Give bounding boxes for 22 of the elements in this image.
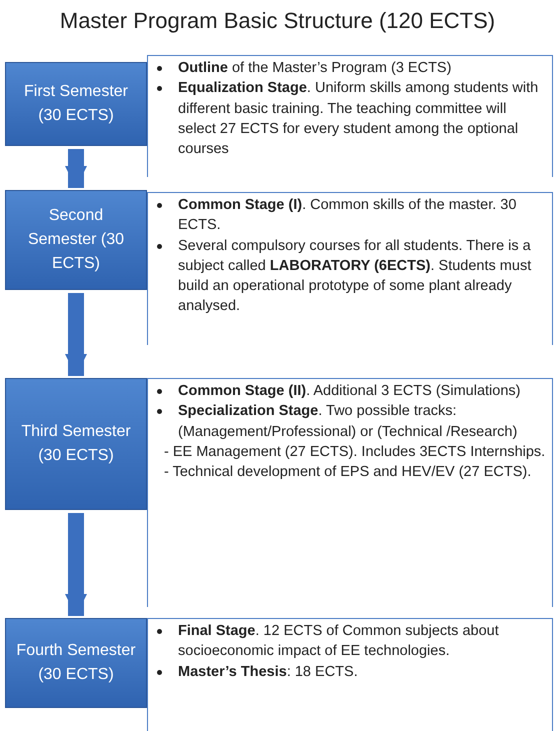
description-panel [147, 192, 553, 345]
bullet-text: Specialization Stage. Two possible tracks: (Management/Professional) or (Technical /Research) [178, 402, 518, 442]
bullet-text: Equalization Stage. Uniform skills among students with different basic training. The teaching committee will select 27 ECTS for every student among the optional courses [178, 79, 540, 160]
semester-box: Fourth Semester (30 ECTS) [5, 618, 147, 708]
arrow [65, 513, 87, 616]
bullet-text: Master’s Thesis: 18 ECTS. [178, 662, 359, 682]
bullet-text: Several compulsory courses for all students. There is a subject called LABORATORY (6ECTS). Students must build an operational prototype of some plant already analysed. [178, 236, 532, 316]
description-panel [147, 55, 553, 177]
title: Master Program Basic Structure (120 ECTS) [58, 8, 496, 34]
description-panel [147, 618, 553, 731]
arrow [65, 293, 87, 376]
sub-item-text: - Technical development of EPS and HEV/EV (27 ECTS). [163, 463, 532, 482]
bullet-text: Outline of the Master’s Program (3 ECTS) [178, 59, 452, 78]
bullet-text: Final Stage. 12 ECTS of Common subjects about socioeconomic impact of EE technologies. [178, 622, 500, 662]
semester-box: Second Semester (30 ECTS) [5, 190, 147, 290]
bullet-text: Common Stage (II). Additional 3 ECTS (Simulations) [178, 382, 522, 401]
semester-box: Third Semester (30 ECTS) [5, 378, 147, 510]
semester-box: First Semester (30 ECTS) [5, 62, 147, 146]
bullet-text: Common Stage (I). Common skills of the master. 30 ECTS. [178, 196, 518, 236]
sub-item-text: - EE Management (27 ECTS). Includes 3ECTS Internships. [163, 442, 546, 462]
arrow [65, 149, 87, 188]
description-panel [147, 378, 553, 607]
